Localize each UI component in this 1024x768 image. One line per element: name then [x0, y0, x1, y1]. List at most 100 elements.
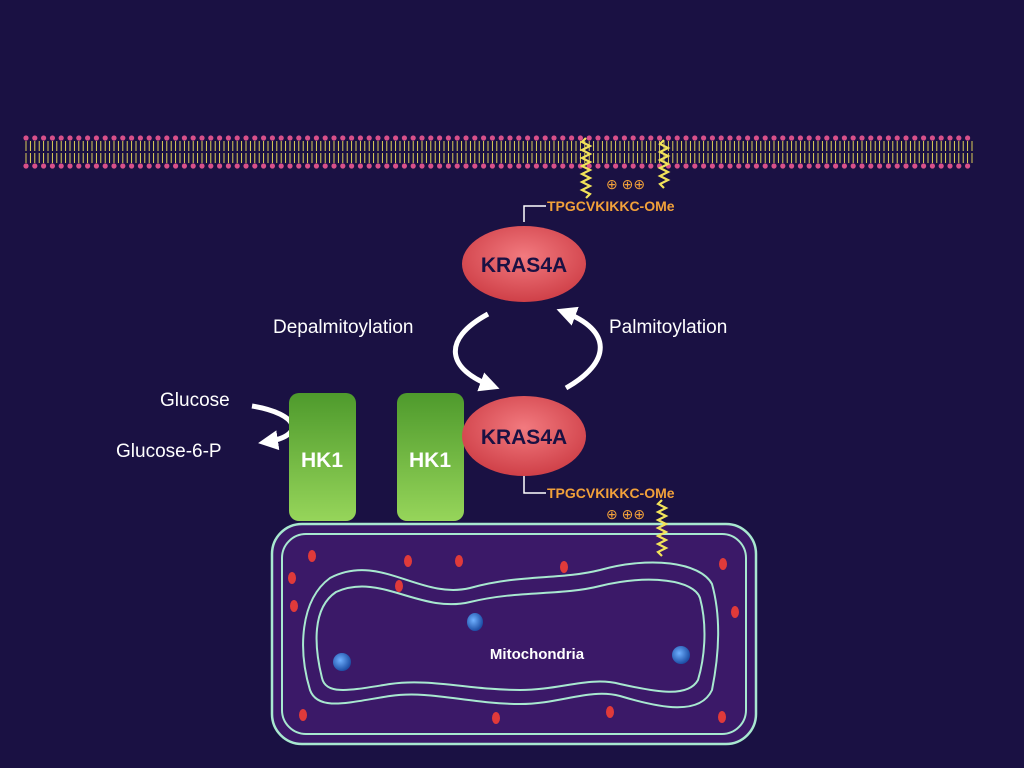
lipid-bilayer-membrane: [23, 135, 973, 169]
lipid-head: [472, 163, 478, 169]
lipid-head: [551, 135, 557, 141]
lipid-head: [481, 163, 487, 169]
lipid-head: [956, 163, 962, 169]
hk1-label-left: HK1: [301, 449, 343, 472]
lipid-head: [428, 163, 434, 169]
lipid-head: [841, 163, 848, 169]
red-granule: [560, 561, 568, 573]
lipid-head: [595, 135, 601, 141]
lipid-head: [225, 135, 231, 141]
lipid-head: [639, 135, 645, 141]
lipid-head: [727, 135, 733, 141]
lipid-head: [129, 135, 135, 141]
red-granule: [492, 712, 500, 724]
lipid-head: [384, 163, 390, 169]
lipid-head: [190, 135, 196, 141]
mitochondria-intermembrane-line: [281, 533, 747, 735]
lipid-head: [771, 135, 777, 141]
palmitoyl-chain-mitochondria: [655, 499, 669, 557]
lipid-head: [736, 135, 742, 141]
lipid-head: [375, 163, 381, 169]
lipid-head: [648, 163, 654, 169]
hk1-protein-left: [289, 393, 356, 521]
palmitoylation-label: Palmitoylation: [609, 317, 727, 338]
lipid-head: [393, 163, 399, 169]
lipid-head: [155, 135, 161, 141]
lipid-head: [120, 135, 126, 141]
lipid-head: [322, 135, 328, 141]
red-granule: [404, 555, 412, 567]
lipid-head: [445, 135, 451, 141]
lipid-head: [551, 163, 557, 169]
lipid-head: [217, 135, 223, 141]
lipid-head: [366, 163, 372, 169]
lipid-head: [516, 163, 522, 169]
lipid-head: [173, 135, 179, 141]
red-granule: [455, 555, 463, 567]
lipid-head: [542, 163, 548, 169]
lipid-head: [243, 135, 249, 141]
lipid-head: [850, 163, 856, 169]
lipid-head: [287, 163, 293, 169]
lipid-head: [357, 163, 363, 169]
lipid-head: [894, 163, 900, 169]
lipid-head: [577, 135, 584, 141]
lipid-head: [375, 135, 381, 141]
palmitoylation-arrow: [556, 306, 603, 391]
lipid-head: [58, 163, 64, 169]
lipid-head: [419, 135, 425, 141]
lipid-head: [613, 135, 619, 141]
lipid-head: [947, 163, 953, 169]
kras4a-membrane-protein: [462, 226, 586, 302]
red-granule: [606, 706, 614, 718]
lipid-head: [67, 135, 73, 141]
lipid-head: [938, 135, 944, 141]
lipid-head: [129, 163, 135, 169]
lipid-head: [912, 135, 918, 141]
lipid-head: [586, 163, 592, 169]
lipid-head: [410, 163, 416, 169]
lipid-head: [542, 135, 548, 141]
lipid-head: [833, 163, 839, 169]
lipid-head: [683, 135, 689, 141]
lipid-head: [885, 135, 892, 141]
lipid-head: [102, 135, 108, 141]
red-granule: [290, 600, 298, 612]
lipid-head: [929, 163, 936, 169]
kras4a-label-bottom: KRAS4A: [481, 426, 567, 449]
lipid-head: [76, 163, 82, 169]
lipid-head: [217, 163, 223, 169]
lipid-head: [437, 163, 443, 169]
lipid-head: [569, 135, 575, 141]
lipid-head: [780, 135, 786, 141]
peptide-connector-bottom: [523, 476, 546, 494]
lipid-head: [181, 135, 187, 141]
lipid-head: [41, 163, 47, 169]
lipid-head: [947, 135, 953, 141]
lipid-head: [261, 163, 267, 169]
lipid-head: [595, 163, 601, 169]
lipid-head: [718, 135, 724, 141]
lipid-head: [111, 163, 117, 169]
lipid-head: [533, 135, 540, 141]
lipid-head: [120, 163, 126, 169]
lipid-head: [23, 163, 29, 169]
lipid-head: [252, 135, 258, 141]
lipid-head: [709, 135, 716, 141]
lipid-head: [630, 163, 636, 169]
lipid-head: [296, 163, 302, 169]
lipid-head: [692, 135, 698, 141]
peptide-sequence-bottom: TPGCVKIKKC-OMe: [547, 485, 675, 501]
lipid-head: [780, 163, 786, 169]
lipid-head: [401, 135, 407, 141]
red-granule: [308, 550, 316, 562]
lipid-head: [401, 163, 407, 169]
lipid-head: [771, 163, 777, 169]
lipid-head: [331, 163, 337, 169]
lipid-head: [208, 135, 214, 141]
lipid-head: [806, 163, 812, 169]
lipid-head: [252, 163, 258, 169]
mitochondria-outer-membrane: [270, 522, 758, 746]
lipid-head: [683, 163, 689, 169]
lipid-head: [340, 163, 346, 169]
